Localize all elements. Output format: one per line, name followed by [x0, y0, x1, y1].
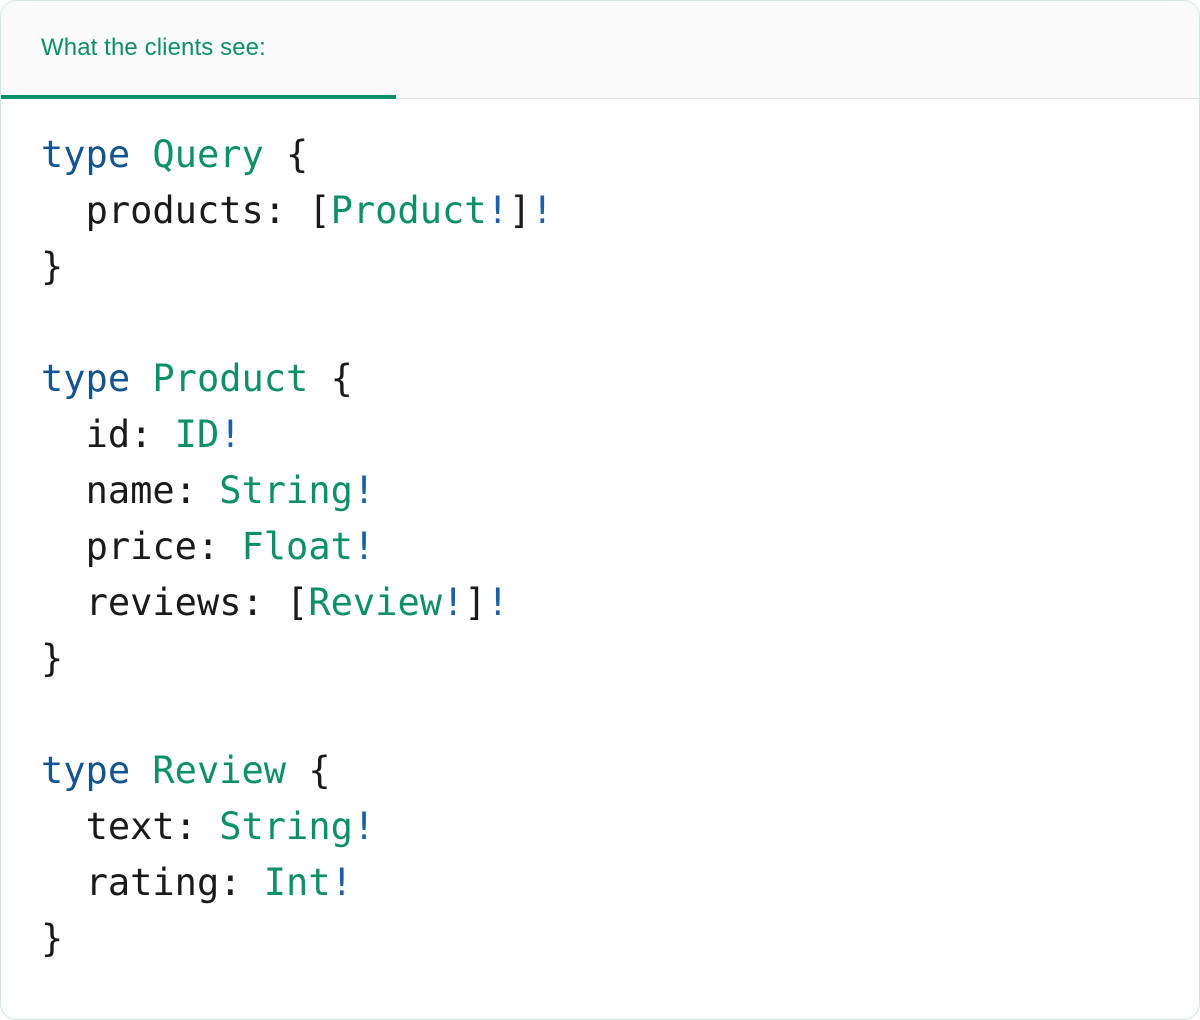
tab-label: What the clients see: [41, 34, 266, 61]
code-token-pun [130, 133, 152, 176]
code-token-bang: ! [219, 413, 242, 456]
code-token-pun: ] [464, 581, 487, 624]
code-token-pun: [ [263, 581, 309, 624]
code-token-bang: ! [486, 581, 509, 624]
code-token-pun: } [41, 637, 64, 680]
code-token-type: Query [152, 133, 264, 176]
code-line: } [41, 631, 1199, 687]
code-line: type Query { [41, 127, 1199, 183]
code-token-kw: type [41, 749, 131, 792]
code-token-fld: id: [85, 413, 153, 456]
code-token-bang: ! [352, 805, 376, 848]
code-token-bang: ! [352, 469, 376, 512]
code-token-pun [41, 525, 86, 568]
code-token-bang: ! [486, 189, 509, 232]
code-token-fld: price: [85, 525, 220, 568]
code-token-bang: ! [330, 861, 353, 904]
code-token-pun [197, 469, 219, 512]
code-line: name: String! [41, 463, 1199, 519]
code-token-pun [41, 805, 86, 848]
code-token-pun [130, 357, 152, 400]
code-token-type: String [219, 469, 353, 512]
code-token-type: ID [174, 413, 220, 456]
code-line: } [41, 911, 1199, 967]
code-token-pun [41, 861, 86, 904]
code-token-pun: { [286, 749, 331, 792]
tab-strip: What the clients see: [1, 1, 1199, 99]
code-token-pun: } [41, 245, 64, 288]
code-token-type: Product [152, 357, 309, 400]
code-token-pun [219, 525, 241, 568]
code-line: } [41, 239, 1199, 295]
code-token-pun [41, 413, 86, 456]
code-line: rating: Int! [41, 855, 1199, 911]
code-token-type: Product [330, 189, 487, 232]
code-token-pun: ] [508, 189, 532, 232]
code-token-pun: [ [286, 189, 331, 232]
code-token-pun [41, 581, 86, 624]
code-token-fld: name: [85, 469, 197, 512]
code-token-pun [242, 861, 264, 904]
code-token-type: Int [263, 861, 331, 904]
code-line: type Review { [41, 743, 1199, 799]
code-token-pun [41, 189, 86, 232]
code-token-type: String [219, 805, 353, 848]
code-token-pun [152, 413, 174, 456]
graphql-schema-code: type Query { products: [Product!]!} type… [41, 127, 1199, 967]
tab-what-the-clients-see[interactable]: What the clients see: [1, 1, 396, 99]
code-token-type: Review [308, 581, 442, 624]
code-line: reviews: [Review!]! [41, 575, 1199, 631]
code-token-bang: ! [442, 581, 465, 624]
code-token-fld: text: [85, 805, 197, 848]
code-token-pun [41, 469, 86, 512]
code-token-bang: ! [352, 525, 376, 568]
code-blank-line [41, 295, 1199, 351]
code-token-fld: products: [85, 189, 287, 232]
code-blank-line [41, 687, 1199, 743]
code-line: id: ID! [41, 407, 1199, 463]
code-token-pun: { [263, 133, 309, 176]
code-line: products: [Product!]! [41, 183, 1199, 239]
code-token-kw: type [41, 133, 131, 176]
code-token-fld: reviews: [85, 581, 264, 624]
code-token-type: Review [152, 749, 287, 792]
code-token-fld: rating: [85, 861, 242, 904]
code-line: price: Float! [41, 519, 1199, 575]
code-token-pun: { [308, 357, 353, 400]
code-token-pun: } [41, 917, 64, 960]
code-token-type: Float [241, 525, 353, 568]
code-token-pun [130, 749, 152, 792]
code-token-kw: type [41, 357, 131, 400]
code-line: type Product { [41, 351, 1199, 407]
code-area: type Query { products: [Product!]!} type… [1, 99, 1199, 967]
code-token-pun [197, 805, 219, 848]
code-token-bang: ! [531, 189, 554, 232]
code-line: text: String! [41, 799, 1199, 855]
